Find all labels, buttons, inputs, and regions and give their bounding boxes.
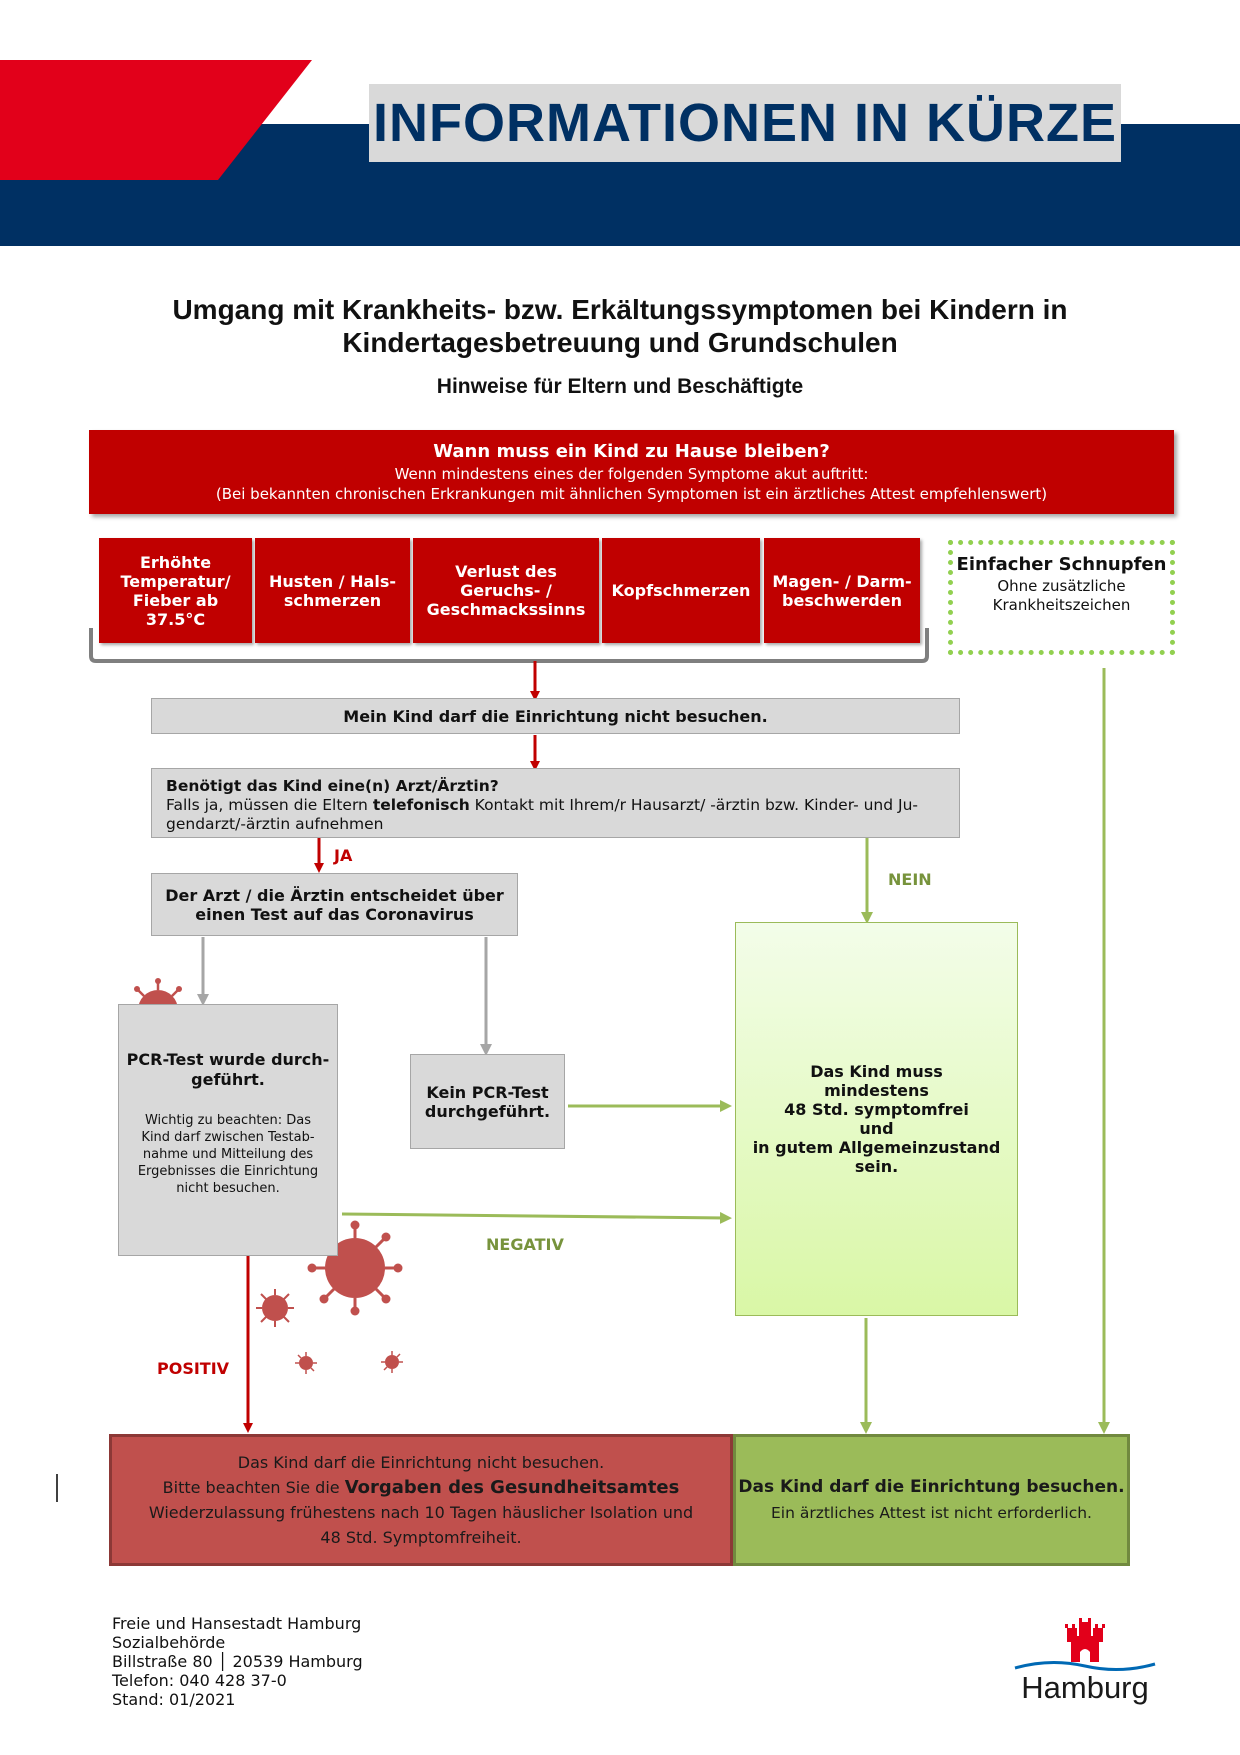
symptomfree-line-2: mindestens [824,1081,929,1100]
result-red-line-3: Wiederzulassung frühestens nach 10 Tagen… [148,1503,694,1522]
banner-title: INFORMATIONEN IN KÜRZE [373,93,1117,153]
schnupfen-line-2: Krankheitszeichen [992,596,1131,614]
decision-box: Der Arzt / die Ärztin entscheidet über e… [151,873,518,936]
footer-line-4: Telefon: 040 428 37-0 [112,1671,287,1690]
logo-text: Hamburg [1021,1670,1149,1705]
castle-icon [1014,1618,1156,1672]
pcr-done-note-3: nahme und Mitteilung des [142,1147,314,1162]
no-visit-box: Mein Kind darf die Einrichtung nicht bes… [151,698,960,734]
no-pcr-line-1: Kein PCR-Test [426,1082,549,1102]
schnupfen-line-1: Ohne zusätzliche [997,577,1126,595]
symptom-stomach-line-1: Magen- / Darm- [772,571,912,591]
health-authority-guidelines: Vorgaben des Gesundheitsamtes [344,1477,680,1498]
page-title: Umgang mit Krankheits- bzw. Erkältungssy… [0,293,1240,359]
doctor-text-bold: telefonisch [372,796,470,814]
symptom-headache: Kopfschmerzen [602,538,760,643]
question-line-1: Wenn mindestens eines der folgenden Symp… [394,465,869,483]
symptom-smell-line-2: Geruchs- / [460,581,552,600]
hamburg-logo: Hamburg [1010,1618,1160,1708]
virus-icon [295,1352,317,1374]
symptom-cough-line-2: schmerzen [283,590,382,610]
symptom-bracket [89,628,929,663]
symptom-stomach: Magen- / Darm- beschwerden [764,538,920,643]
symptomfree-line-1: Das Kind muss [810,1062,943,1081]
title-line-2: Kindertagesbetreuung und Grundschulen [342,327,898,358]
symptom-fever-line-3: Fieber ab [132,590,219,610]
label-ja: JA [334,846,353,865]
result-red-line-1: Das Kind darf die Einrichtung nicht besu… [237,1453,605,1472]
doctor-text-pre: Falls ja, müssen die Eltern [166,796,373,814]
banner-title-box: INFORMATIONEN IN KÜRZE [369,84,1121,162]
symptom-headache-line-1: Kopfschmerzen [611,581,751,600]
pcr-done-note-4: Ergebnisses die Einrichtung [137,1164,319,1179]
result-red-line-4: 48 Std. Symptomfreiheit. [320,1528,522,1547]
symptomfree-line-5: in gutem Allgemeinzustand [752,1138,1001,1157]
question-heading: Wann muss ein Kind zu Hause bleiben? [433,441,830,462]
schnupfen-title: Einfacher Schnupfen [956,554,1167,575]
pcr-done-title-2: geführt. [191,1070,265,1089]
doctor-question: Benötigt das Kind eine(n) Arzt/Ärztin? [166,777,499,795]
virus-icon [307,1220,403,1316]
no-visit-text: Mein Kind darf die Einrichtung nicht bes… [343,706,768,726]
title-line-1: Umgang mit Krankheits- bzw. Erkältungssy… [172,294,1068,325]
symptom-stomach-line-2: beschwerden [782,590,902,610]
footer-line-2: Sozialbehörde [112,1633,226,1652]
footer-line-1: Freie und Hansestadt Hamburg [112,1614,362,1633]
pcr-done-box: PCR-Test wurde durch- geführt. Wichtig z… [118,1004,338,1256]
decision-line-1: Der Arzt / die Ärztin entscheidet über [165,885,504,905]
question-line-2: (Bei bekannten chronischen Erkrankungen … [215,485,1048,503]
virus-icon [256,1289,294,1327]
doctor-text: Falls ja, müssen die Eltern telefonisch … [166,796,945,815]
symptomfree-line-6: sein. [854,1157,899,1176]
no-pcr-box: Kein PCR-Test durchgeführt. [410,1054,565,1149]
footer-address: Freie und Hansestadt Hamburg Sozialbehör… [112,1614,363,1709]
result-green-line-2: Ein ärztliches Attest ist nicht erforder… [771,1504,1092,1522]
symptom-smell-taste: Verlust des Geruchs- / Geschmackssinns [413,538,599,643]
result-green-line-1: Das Kind darf die Einrichtung besuchen. [738,1477,1125,1497]
virus-icon [381,1351,403,1373]
no-pcr-line-2: durchgeführt. [424,1101,551,1121]
label-nein: NEIN [888,870,932,889]
symptom-cough: Husten / Hals- schmerzen [255,538,410,643]
result-red-line-2-pre: Bitte beachten Sie die [162,1478,345,1497]
doctor-box: Benötigt das Kind eine(n) Arzt/Ärztin? F… [151,768,960,838]
symptom-cough-line-1: Husten / Hals- [268,571,396,591]
label-positiv: POSITIV [157,1359,230,1378]
page-subtitle: Hinweise für Eltern und Beschäftigte [436,375,804,398]
symptom-smell-line-1: Verlust des [455,562,557,581]
result-red-box: Das Kind darf die Einrichtung nicht besu… [109,1434,733,1566]
footer-line-3: Billstraße 80 │ 20539 Hamburg [112,1652,363,1671]
pcr-done-note-2: Kind darf zwischen Testab- [141,1130,315,1145]
decision-line-2: einen Test auf das Coronavirus [195,904,474,924]
pcr-done-note-1: Wichtig zu beachten: Das [144,1113,312,1128]
symptomfree-line-3: 48 Std. symptomfrei [784,1100,969,1119]
symptom-smell-line-3: Geschmackssinns [426,600,586,619]
arrow-negativ [341,1211,732,1224]
result-red-line-2: Bitte beachten Sie die Vorgaben des Gesu… [163,1475,680,1500]
result-green-box: Das Kind darf die Einrichtung besuchen. … [733,1434,1130,1566]
doctor-text-post: Kontakt mit Ihrem/r Hausarzt/ -ärztin bz… [469,796,919,814]
symptom-fever: Erhöhte Temperatur/ Fieber ab 37.5°C [99,538,252,643]
pcr-done-title-1: PCR-Test wurde durch- [126,1050,330,1069]
footer-line-5: Stand: 01/2021 [112,1690,236,1709]
question-box: Wann muss ein Kind zu Hause bleiben? Wen… [89,430,1174,514]
label-negativ: NEGATIV [486,1235,564,1254]
symptom-fever-line-1: Erhöhte [139,552,212,572]
schnupfen-box: Einfacher Schnupfen Ohne zusätzliche Kra… [948,540,1175,655]
symptom-fever-line-4: 37.5°C [145,609,206,629]
symptomfree-line-4: und [859,1119,894,1138]
symptom-fever-line-2: Temperatur/ [120,571,231,591]
doctor-line-2: gendarzt/-ärztin aufnehmen [166,815,384,833]
symptomfree-box: Das Kind muss mindestens 48 Std. symptom… [735,922,1018,1316]
pcr-done-note-5: nicht besuchen. [176,1181,280,1196]
